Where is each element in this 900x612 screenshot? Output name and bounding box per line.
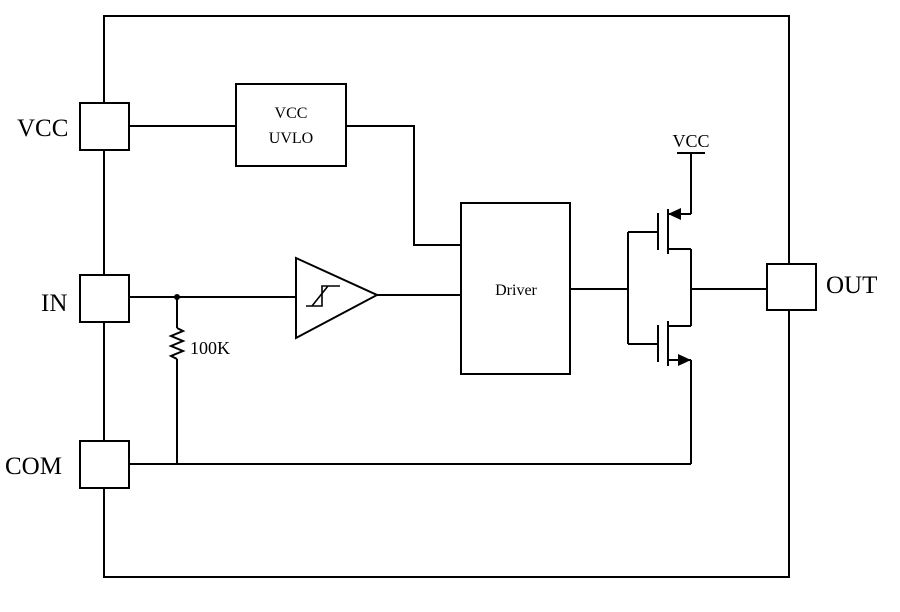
uvlo-label-line1: VCC [275,105,308,122]
com-pin-box [79,440,130,489]
resistor [168,327,186,360]
vcc-pin-label: VCC [17,115,68,142]
nmos-arrow-icon [678,354,691,366]
driver-block [460,202,571,375]
vcc-supply-label: VCC [672,131,709,151]
driver-label: Driver [495,282,537,299]
schmitt-trigger [295,256,380,340]
hysteresis-icon [306,285,340,307]
wire-uvlo-driver [346,125,461,246]
pmos-arrow-icon [668,208,681,220]
out-pin-box [766,263,817,311]
resistor-value-label: 100K [190,338,230,358]
in-pin-box [79,274,130,323]
vcc-pin-box [79,102,130,151]
uvlo-label-line2: UVLO [269,130,313,147]
uvlo-block [235,83,347,167]
hysteresis-icon-slope [311,285,329,307]
com-pin-label: COM [5,453,62,480]
in-pin-label: IN [41,290,67,317]
out-pin-label: OUT [826,272,877,299]
